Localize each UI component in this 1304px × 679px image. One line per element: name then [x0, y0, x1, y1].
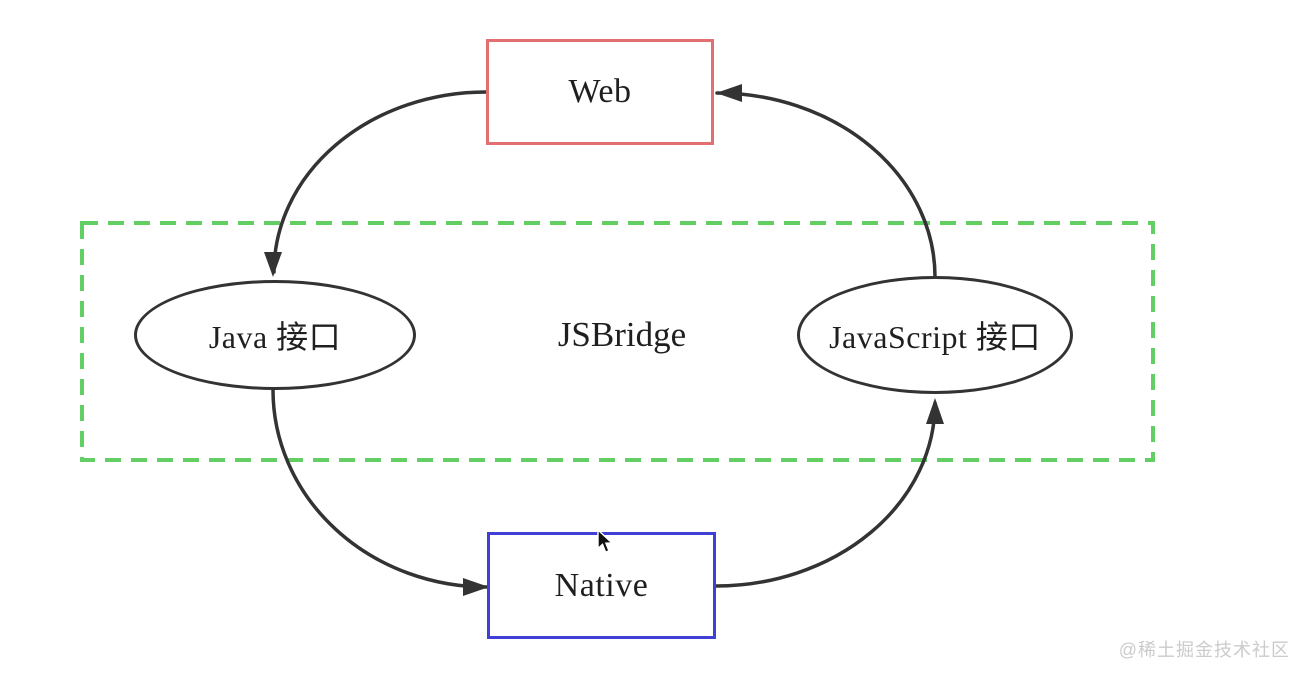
arrowhead-right-native — [463, 578, 489, 596]
bridge-zone-dashed-border — [80, 221, 1155, 462]
web-node: Web — [486, 39, 714, 145]
javascript-interface-label: JavaScript 接口 — [829, 319, 1041, 355]
mouse-cursor-icon — [597, 528, 614, 554]
native-node-label: Native — [554, 566, 649, 604]
jsbridge-label: JSBridge — [557, 315, 687, 354]
edge-javascript-interface-to-web — [715, 91, 937, 279]
arrowhead-left-web — [716, 84, 742, 102]
arrowhead-up-javascript-interface — [926, 398, 944, 424]
arrowhead-down-java-interface — [264, 252, 282, 277]
java-interface-node: Java 接口 — [134, 280, 416, 390]
java-interface-label: Java 接口 — [208, 319, 342, 355]
web-node-label: Web — [568, 73, 632, 110]
watermark-text: @稀土掘金技术社区 — [1118, 640, 1290, 660]
edge-java-interface-to-native — [271, 388, 489, 589]
edge-web-to-java-interface — [272, 90, 488, 274]
native-node: Native — [487, 532, 716, 639]
javascript-interface-node: JavaScript 接口 — [797, 276, 1073, 394]
edge-native-to-javascript-interface — [714, 401, 937, 588]
